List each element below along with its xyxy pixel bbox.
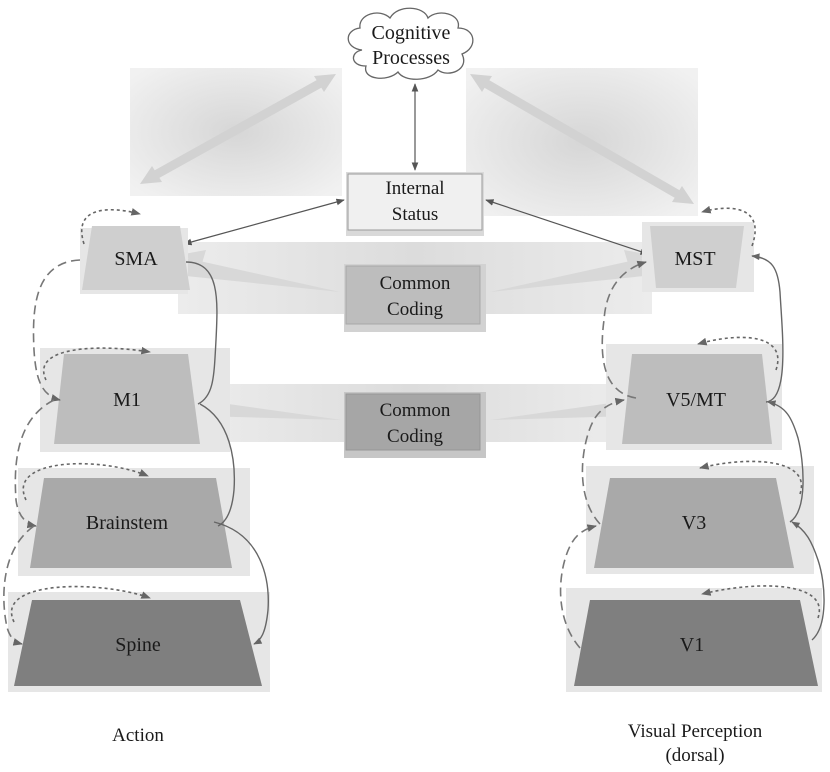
perception-level-v1: V1 — [574, 600, 818, 686]
perception-caption-line1: Visual Perception — [627, 721, 763, 742]
perception-dotted-loops — [697, 205, 821, 619]
broad-arrow-left — [140, 74, 336, 184]
perception-dashed-loops — [559, 260, 647, 649]
action-level-brainstem: Brainstem — [30, 478, 232, 568]
cloud-label-line1: Cognitive — [372, 22, 451, 44]
action-level-sma-label: SMA — [114, 248, 158, 270]
action-caption-text: Action — [112, 725, 164, 746]
action-hierarchy: SMA M1 Brainstem Spine — [3, 208, 270, 692]
arrow-internal-status-mst — [485, 199, 649, 255]
perception-level-v1-label: V1 — [680, 634, 704, 656]
broad-arrow-right — [470, 74, 694, 204]
perception-level-mst-label: MST — [674, 248, 715, 270]
perception-caption: Visual Perception (dorsal) — [600, 720, 790, 768]
perception-level-v3: V3 — [594, 478, 794, 568]
internal-status-line1: Internal — [385, 178, 444, 199]
action-level-sma: SMA — [82, 226, 190, 290]
common-coding-mid-line2: Coding — [387, 426, 443, 447]
perception-level-v5mt: V5/MT — [622, 354, 772, 444]
common-coding-top-box: Common Coding — [344, 264, 486, 332]
action-level-spine: Spine — [14, 600, 262, 686]
action-solid-connectors — [185, 261, 269, 645]
perception-hierarchy: MST V5/MT V3 V1 — [559, 205, 825, 692]
common-coding-mid-line1: Common — [380, 400, 451, 421]
perception-level-v3-label: V3 — [682, 512, 706, 534]
action-level-brainstem-label: Brainstem — [86, 512, 169, 534]
action-dashed-loops — [3, 259, 81, 646]
common-coding-top-line1: Common — [380, 273, 451, 294]
internal-status-box: Internal Status — [346, 172, 484, 236]
internal-status-line2: Status — [392, 204, 438, 225]
perception-level-mst: MST — [650, 226, 744, 288]
action-dotted-loops — [10, 208, 151, 623]
arrow-internal-status-sma — [183, 198, 345, 246]
action-level-m1-label: M1 — [113, 389, 141, 411]
common-coding-mid-box: Common Coding — [344, 392, 486, 458]
common-coding-top-line2: Coding — [387, 299, 443, 320]
action-level-m1: M1 — [54, 354, 200, 444]
action-level-spine-label: Spine — [115, 634, 161, 656]
perception-solid-connectors — [751, 253, 825, 641]
cloud-label-line2: Processes — [372, 47, 450, 69]
perception-caption-line2: (dorsal) — [665, 745, 725, 766]
action-caption: Action — [88, 724, 188, 748]
cognitive-processes-cloud: Cognitive Processes — [347, 7, 474, 80]
perception-level-v5mt-label: V5/MT — [666, 389, 726, 411]
